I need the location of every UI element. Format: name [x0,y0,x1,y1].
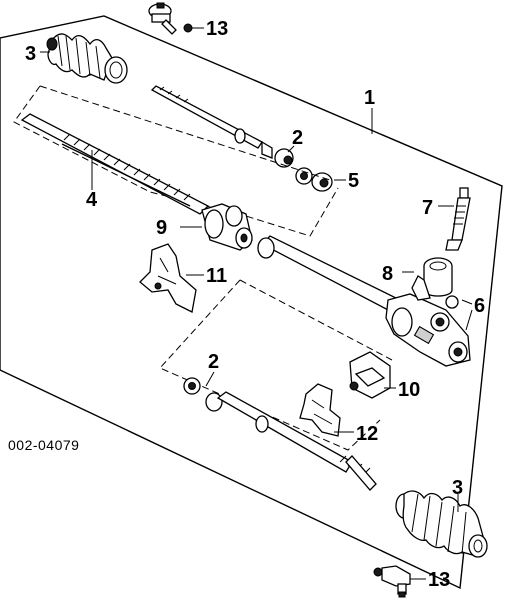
callout-5: 5 [348,170,359,192]
callout-3-lower: 3 [452,477,463,499]
diagram-id-label: 002-04079 [8,437,79,453]
callout-4: 4 [86,189,98,211]
inner-tie-rod-upper [150,85,294,168]
mounting-clamp-12 [299,383,341,437]
callout-3-upper: 3 [25,43,36,65]
callout-9: 9 [156,217,167,239]
mounting-clamp-11 [139,243,197,313]
pinion-cover-8 [411,257,453,301]
callout-12: 12 [356,423,378,445]
inner-tie-rod-lower [183,377,377,491]
rack-boot-upper [46,33,128,84]
tie-rod-end-lower [373,565,411,598]
rack-bearing-9 [201,203,253,251]
callout-7: 7 [422,197,433,219]
callout-13-lower: 13 [428,569,450,591]
callout-10: 10 [398,379,420,401]
callout-11: 11 [206,265,227,287]
callout-1: 1 [364,87,375,109]
rack-housing [257,235,471,367]
callout-8: 8 [382,263,393,285]
pinion-shaft-7 [445,187,471,251]
callout-13-upper: 13 [206,18,228,40]
callout-2-upper: 2 [292,127,303,149]
mount-bushing-10 [349,351,391,399]
callout-2-lower: 2 [208,351,219,373]
rack-boot-lower [395,490,488,558]
rack-bar [20,113,210,215]
bushing-5 [295,167,333,192]
assembly-boundary [0,15,503,590]
callout-6: 6 [474,295,485,317]
tie-rod-end-upper [148,2,204,35]
